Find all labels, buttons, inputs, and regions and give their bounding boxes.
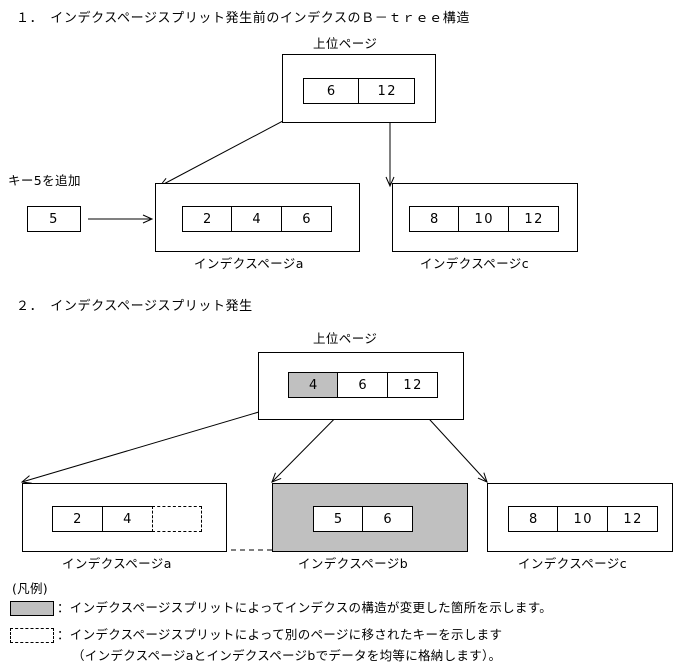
add-key-label: キー5を追加 bbox=[8, 173, 81, 188]
section1-upper-page-label: 上位ページ bbox=[313, 36, 378, 51]
section2-page-a-cells: 2 4 bbox=[52, 506, 202, 532]
key-cell: 10 bbox=[558, 507, 608, 531]
key-cell: 6 bbox=[304, 79, 360, 103]
section2-page-c-cells: 8 10 12 bbox=[508, 506, 658, 532]
section2-upper-page-label: 上位ページ bbox=[313, 331, 378, 346]
legend-gray-swatch-icon bbox=[10, 601, 54, 616]
key-cell: 8 bbox=[509, 507, 559, 531]
section1-upper-page-cells: 6 12 bbox=[303, 78, 415, 104]
key-cell: 6 bbox=[338, 373, 388, 397]
key-cell: 6 bbox=[281, 207, 332, 231]
section2-page-c-caption: インデクスページc bbox=[518, 556, 627, 571]
key-cell: 12 bbox=[508, 207, 559, 231]
section1-page-c-caption: インデクスページc bbox=[420, 256, 529, 271]
section1-page-c-cells: 8 10 12 bbox=[409, 206, 559, 232]
key-cell: 12 bbox=[607, 507, 658, 531]
key-cell: 2 bbox=[53, 507, 103, 531]
legend-dashed-box-icon bbox=[10, 628, 54, 643]
section1-heading: １． インデクスページスプリット発生前のインデクスのＢ－ｔｒｅｅ構造 bbox=[16, 11, 470, 26]
key-cell: 8 bbox=[410, 207, 460, 231]
legend-item-2-text: ：インデクスページスプリットによって別のページに移されたキーを示します bbox=[57, 627, 503, 642]
section2-page-a-caption: インデクスページa bbox=[62, 556, 172, 571]
legend-item-2-subtext: （インデクスページaとインデクスページbでデータを均等に格納します）。 bbox=[72, 648, 502, 663]
key-cell: 10 bbox=[459, 207, 509, 231]
add-key-box: 5 bbox=[27, 206, 81, 232]
section1-page-a-cells: 2 4 6 bbox=[182, 206, 332, 232]
key-cell: 4 bbox=[232, 207, 282, 231]
key-cell: 12 bbox=[387, 373, 438, 397]
section2-page-b-cells: 5 6 bbox=[313, 506, 413, 532]
section2-page-b-caption: インデクスページb bbox=[298, 556, 409, 571]
legend-item-1-text: ：インデクスページスプリットによってインデクスの構造が変更した箇所を示します。 bbox=[57, 600, 553, 615]
key-cell: 12 bbox=[359, 79, 414, 103]
section1-page-a-caption: インデクスページa bbox=[194, 256, 304, 271]
key-cell: 5 bbox=[314, 507, 364, 531]
page-a-moved-key-cell bbox=[152, 506, 202, 532]
key-cell: 6 bbox=[363, 507, 412, 531]
section2-upper-page-cells: 4 6 12 bbox=[288, 372, 438, 398]
key-cell: 4 bbox=[102, 507, 152, 531]
key-cell-highlighted: 4 bbox=[289, 373, 339, 397]
section2-heading: ２． インデクスページスプリット発生 bbox=[16, 299, 253, 314]
key-cell: 2 bbox=[183, 207, 233, 231]
page-a-solid-cells: 2 4 bbox=[52, 506, 152, 532]
legend-title: (凡例) bbox=[12, 581, 48, 596]
